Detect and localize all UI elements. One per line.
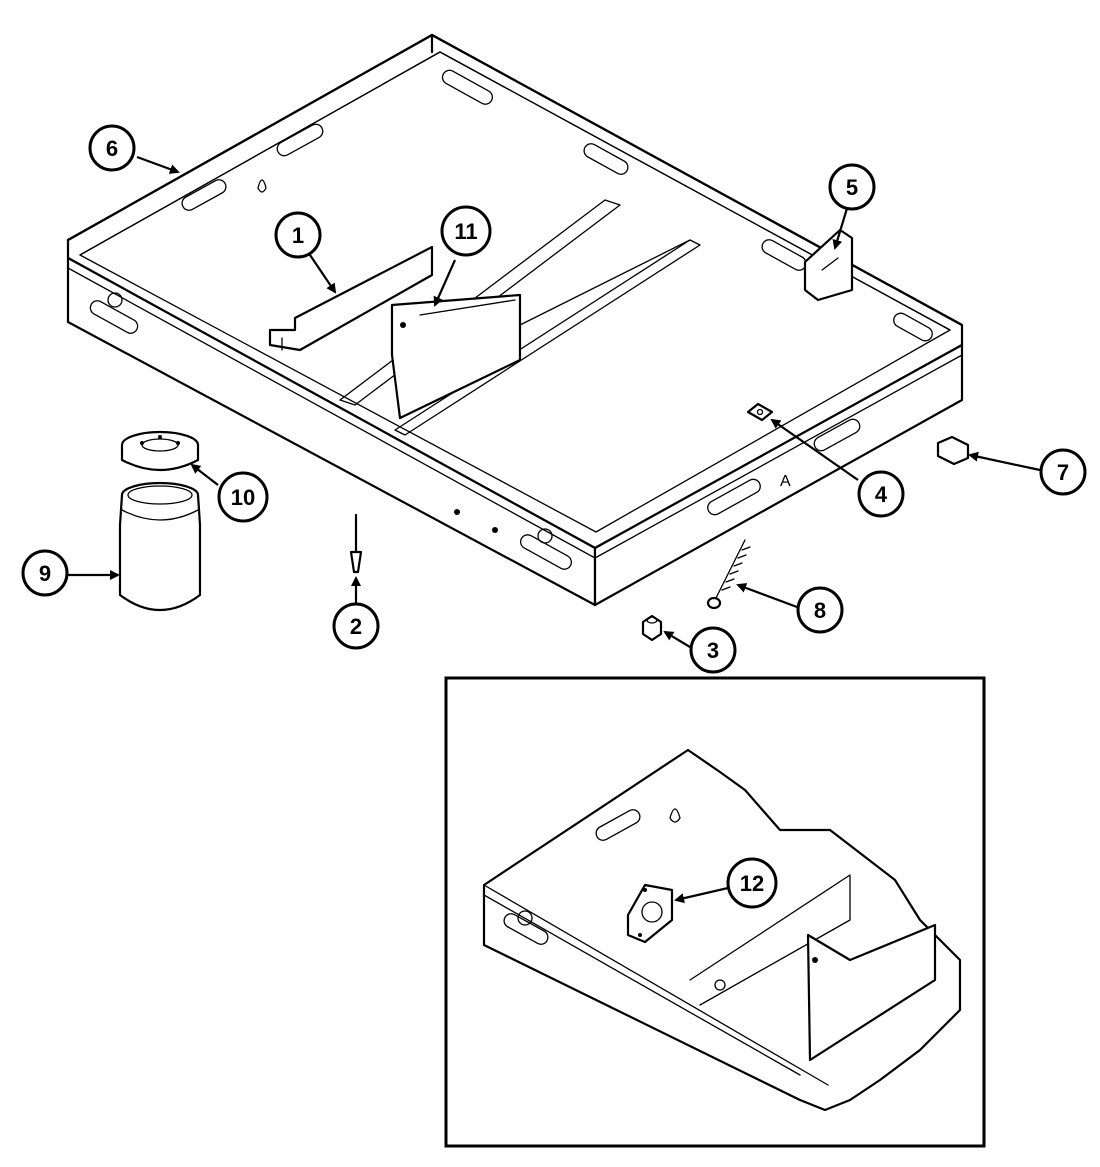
spring-part-8 (706, 539, 751, 610)
clip-part-4 (746, 402, 774, 422)
svg-text:1: 1 (292, 223, 304, 248)
rivet-part-2 (349, 513, 363, 574)
clip-part-7 (936, 435, 970, 466)
svg-text:4: 4 (875, 482, 888, 507)
callout-12: 12 (726, 857, 778, 909)
callout-6: 6 (88, 124, 136, 172)
callout-8: 8 (796, 586, 844, 634)
jar-part-9 (118, 481, 202, 612)
leader-arrows (68, 155, 1041, 904)
svg-text:10: 10 (231, 485, 255, 510)
callout-7: 7 (1039, 448, 1087, 496)
callout-3: 3 (689, 626, 737, 674)
callout-5: 5 (828, 163, 876, 211)
cap-part-10 (120, 430, 200, 472)
svg-text:3: 3 (707, 638, 719, 663)
svg-text:12: 12 (740, 871, 764, 896)
callout-1: 1 (274, 211, 322, 259)
svg-text:7: 7 (1057, 460, 1069, 485)
callout-2: 2 (332, 602, 380, 650)
callout-11: 11 (440, 205, 492, 257)
stamp-letter: A (780, 473, 791, 490)
svg-text:2: 2 (350, 614, 362, 639)
svg-text:9: 9 (39, 561, 51, 586)
bracket-part-1 (268, 245, 434, 352)
svg-text:11: 11 (454, 219, 477, 244)
callout-4: 4 (857, 470, 905, 518)
channel-part-11 (390, 293, 522, 420)
svg-text:5: 5 (846, 175, 858, 200)
flange-part-12 (626, 883, 674, 944)
callout-10: 10 (217, 471, 269, 523)
svg-text:6: 6 (106, 136, 118, 161)
svg-text:8: 8 (814, 598, 826, 623)
nut-part-3 (641, 614, 663, 642)
callout-9: 9 (21, 549, 69, 597)
cooktop-pan: A (66, 33, 964, 607)
inset-view (444, 676, 986, 1148)
